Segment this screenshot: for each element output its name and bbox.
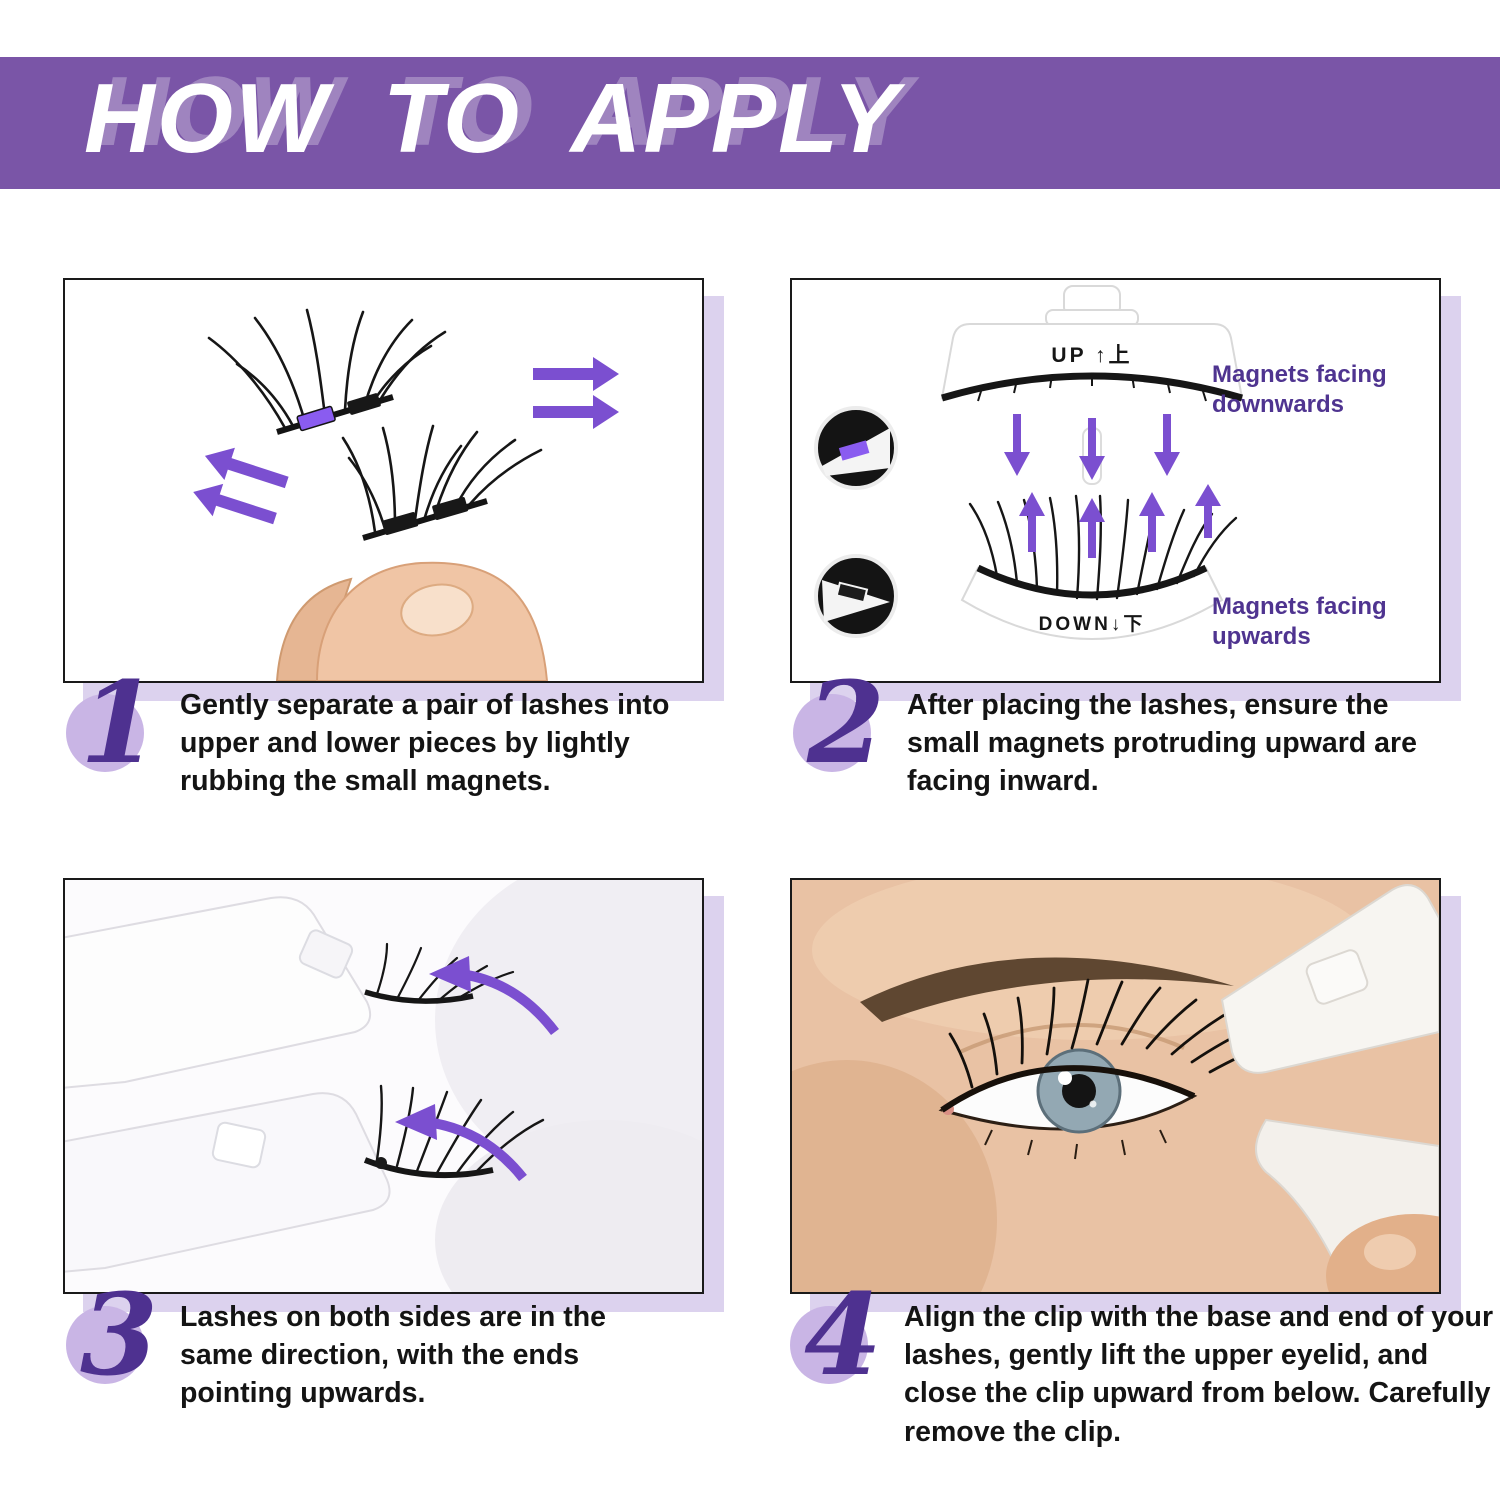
number-circle: [66, 694, 144, 772]
eyebrow: [860, 957, 1234, 1022]
number-text: 3: [80, 1270, 158, 1401]
arrow-down-left-icon: [193, 447, 289, 525]
magnet-note-bottom: Magnets facing upwards: [1212, 593, 1387, 650]
arrow-right-icon: [533, 357, 619, 429]
header-banner: HOW TO APPLY: [0, 57, 1500, 189]
curved-arrow-icon: [426, 969, 559, 1182]
step-4-caption: 4 Align the clip with the base and end o…: [790, 1280, 1496, 1451]
applicator-bottom: DOWN↓下: [960, 564, 1224, 640]
clip-upper-arm: [65, 896, 371, 1089]
number-circle: [66, 1306, 144, 1384]
number-text: 1: [80, 658, 158, 789]
magnet-black-icon: [382, 512, 419, 535]
step-4-panel: [790, 878, 1441, 1294]
step-2-text: After placing the lashes, ensure the sma…: [907, 689, 1417, 798]
magnet-black-icon: [432, 497, 469, 520]
step-3-caption: 3 Lashes on both sides are in the same d…: [66, 1280, 686, 1416]
fingers: [275, 561, 549, 681]
step-2-illustration: UP ↑上 DOWN↓下: [814, 285, 1244, 640]
magnet-black-icon: [347, 393, 381, 415]
step-3-illustration: [65, 880, 702, 1292]
down-label: DOWN↓下: [1039, 614, 1146, 635]
clip-lower-arm: [65, 1092, 391, 1273]
step-4-illustration: [792, 880, 1439, 1292]
step-3-text: Lashes on both sides are in the same dir…: [180, 1301, 607, 1410]
step-1-caption: 1 Gently separate a pair of lashes into …: [66, 668, 686, 804]
step-1-text: Gently separate a pair of lashes into up…: [180, 689, 670, 798]
step-2-number: 2: [793, 668, 897, 804]
upper-lid-line: [940, 1065, 1196, 1113]
step-4-text: Align the clip with the base and end of …: [904, 1301, 1494, 1448]
step-3-panel: [63, 878, 704, 1294]
magnet-closeup-bottom: [814, 554, 898, 638]
number-text: 2: [807, 658, 885, 789]
lower-lash-piece: [363, 1084, 545, 1179]
step-2-caption: 2 After placing the lashes, ensure the s…: [793, 668, 1433, 804]
finger: [1326, 1214, 1439, 1292]
step-1-illustration: [193, 308, 619, 681]
step-1-panel: [63, 278, 704, 683]
top-lash-stubs: [977, 373, 1207, 402]
step-2-panel: UP ↑上 DOWN↓下: [790, 278, 1441, 683]
magnet-closeup-top: [814, 406, 898, 490]
step-1-number: 1: [66, 668, 170, 804]
page-title: HOW TO APPLY: [84, 63, 901, 173]
upper-lash-piece: [207, 308, 447, 430]
curved-arrow-heads: [395, 956, 471, 1140]
step-3-number: 3: [66, 1280, 170, 1416]
applicator-top: UP ↑上: [940, 285, 1244, 402]
lower-lashes: [984, 1129, 1167, 1160]
arrow-down-icon: [1004, 414, 1180, 480]
up-label: UP ↑上: [1051, 344, 1132, 367]
step-4-number: 4: [790, 1280, 894, 1416]
number-text: 4: [804, 1270, 882, 1401]
number-circle: [790, 1306, 868, 1384]
magnet-note-top: Magnets facing downwards: [1212, 361, 1387, 418]
magnet-purple-icon: [296, 405, 336, 432]
arrow-up-icon: [1019, 484, 1221, 558]
number-circle: [793, 694, 871, 772]
